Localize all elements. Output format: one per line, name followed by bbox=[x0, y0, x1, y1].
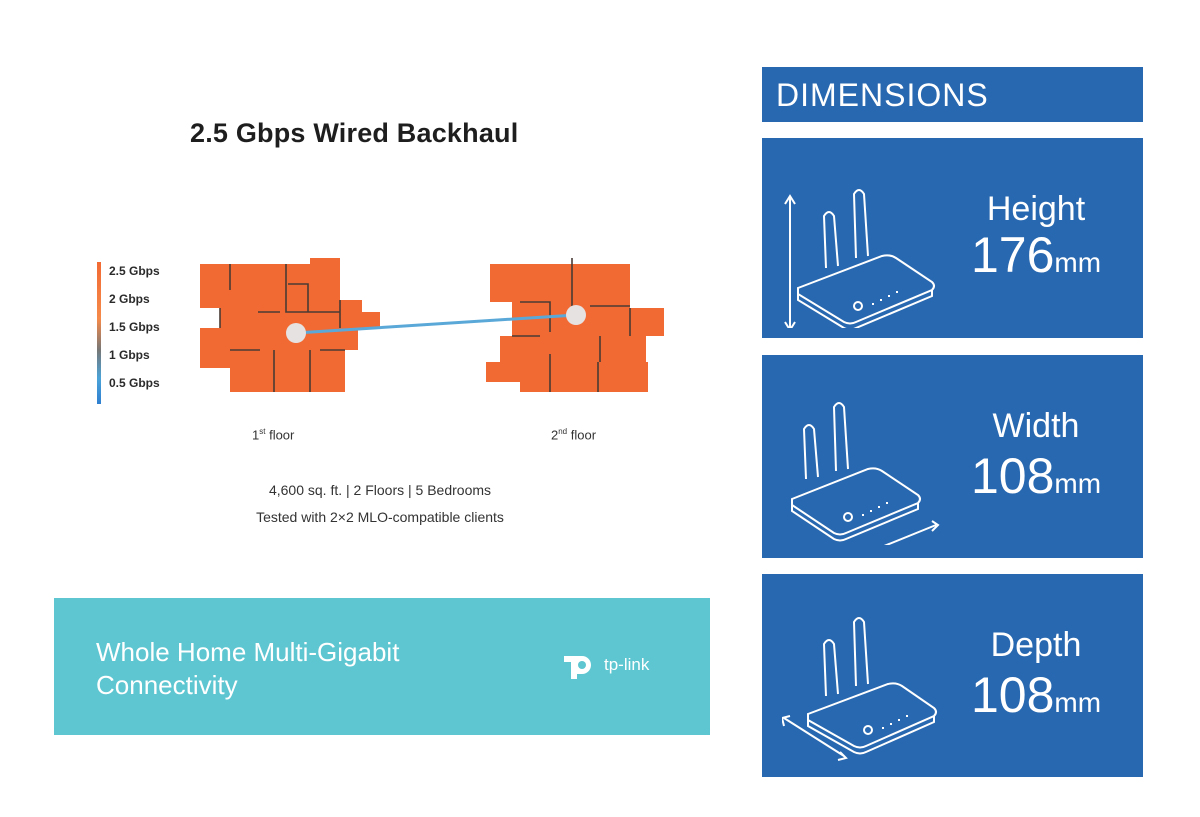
width-label: Width bbox=[992, 407, 1080, 445]
banner-line-1: Whole Home Multi-Gigabit bbox=[96, 637, 400, 667]
legend-item-2-5: 2.5 Gbps bbox=[109, 264, 160, 278]
legend-item-1: 1 Gbps bbox=[109, 348, 150, 362]
height-label: Height bbox=[986, 190, 1086, 228]
depth-value: 108mm bbox=[970, 667, 1102, 723]
width-value: 108mm bbox=[970, 448, 1102, 504]
router-node-floor-1 bbox=[286, 323, 306, 343]
backhaul-link-line bbox=[295, 313, 577, 335]
floor-2-label: 2nd floor bbox=[551, 427, 597, 443]
backhaul-title: 2.5 Gbps Wired Backhaul bbox=[190, 118, 519, 148]
router-depth-icon bbox=[782, 617, 937, 761]
router-height-icon bbox=[784, 189, 935, 328]
connectivity-banner: Whole Home Multi-Gigabit Connectivity tp… bbox=[54, 598, 710, 735]
legend-item-1-5: 1.5 Gbps bbox=[109, 320, 160, 334]
legend-item-2: 2 Gbps bbox=[109, 292, 150, 306]
banner-line-2: Connectivity bbox=[96, 670, 238, 700]
tp-link-logo-icon bbox=[564, 656, 591, 679]
dimensions-header: DIMENSIONS bbox=[762, 67, 1143, 122]
dimension-card-width: Width 108mm bbox=[762, 355, 1143, 558]
floor-1-label: 1st floor bbox=[252, 427, 295, 443]
router-width-icon bbox=[791, 402, 940, 545]
legend-item-0-5: 0.5 Gbps bbox=[109, 376, 160, 390]
depth-label: Depth bbox=[990, 626, 1082, 664]
dimension-card-height: Height 176mm bbox=[762, 138, 1143, 338]
legend-gradient-bar bbox=[97, 262, 101, 404]
dimension-card-depth: Depth 108mm bbox=[762, 574, 1143, 777]
height-value: 176mm bbox=[970, 227, 1102, 283]
banner-tagline: Whole Home Multi-Gigabit Connectivity bbox=[96, 636, 399, 702]
router-node-floor-2 bbox=[566, 305, 586, 325]
floor-2-plan bbox=[486, 258, 664, 392]
coverage-info-line-2: Tested with 2×2 MLO-compatible clients bbox=[256, 509, 504, 525]
tp-link-logo: tp-link bbox=[560, 650, 649, 680]
floor-plans bbox=[200, 258, 664, 392]
coverage-info-line-1: 4,600 sq. ft. | 2 Floors | 5 Bedrooms bbox=[268, 482, 492, 498]
